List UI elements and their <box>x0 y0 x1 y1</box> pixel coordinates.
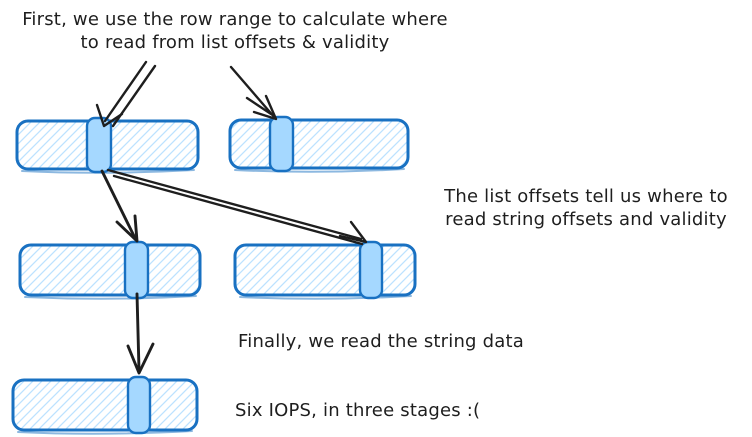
annotation-step2: The list offsets tell us where to read s… <box>420 185 752 231</box>
string-offsets-bar <box>18 240 202 300</box>
annotation-step1-line2: to read from list offsets & validity <box>80 32 390 53</box>
string-data-bar <box>11 375 199 435</box>
annotation-step3: Finally, we read the string data <box>238 331 524 352</box>
annotation-summary: Six IOPS, in three stages :( <box>235 400 481 421</box>
arrow-to-string-offsets <box>100 169 139 243</box>
annotation-step2-line1: The list offsets tell us where to <box>444 186 728 207</box>
annotation-step1-line1: First, we use the row range to calculate… <box>22 9 448 30</box>
list-validity-highlight <box>268 115 295 173</box>
list-offsets-highlight <box>85 116 113 174</box>
arrow-to-list-validity <box>229 65 278 121</box>
list-validity-bar <box>228 115 410 173</box>
string-offsets-highlight <box>123 240 150 300</box>
arrow-to-string-validity <box>106 168 368 246</box>
string-validity-bar <box>233 240 417 300</box>
string-validity-highlight <box>358 240 384 300</box>
annotation-step2-line2: read string offsets and validity <box>445 209 727 230</box>
arrow-to-list-offsets <box>95 60 157 128</box>
arrow-to-string-data <box>126 292 155 375</box>
list-offsets-bar <box>15 116 200 174</box>
annotation-step1: First, we use the row range to calculate… <box>0 8 470 54</box>
string-data-highlight <box>126 375 152 435</box>
